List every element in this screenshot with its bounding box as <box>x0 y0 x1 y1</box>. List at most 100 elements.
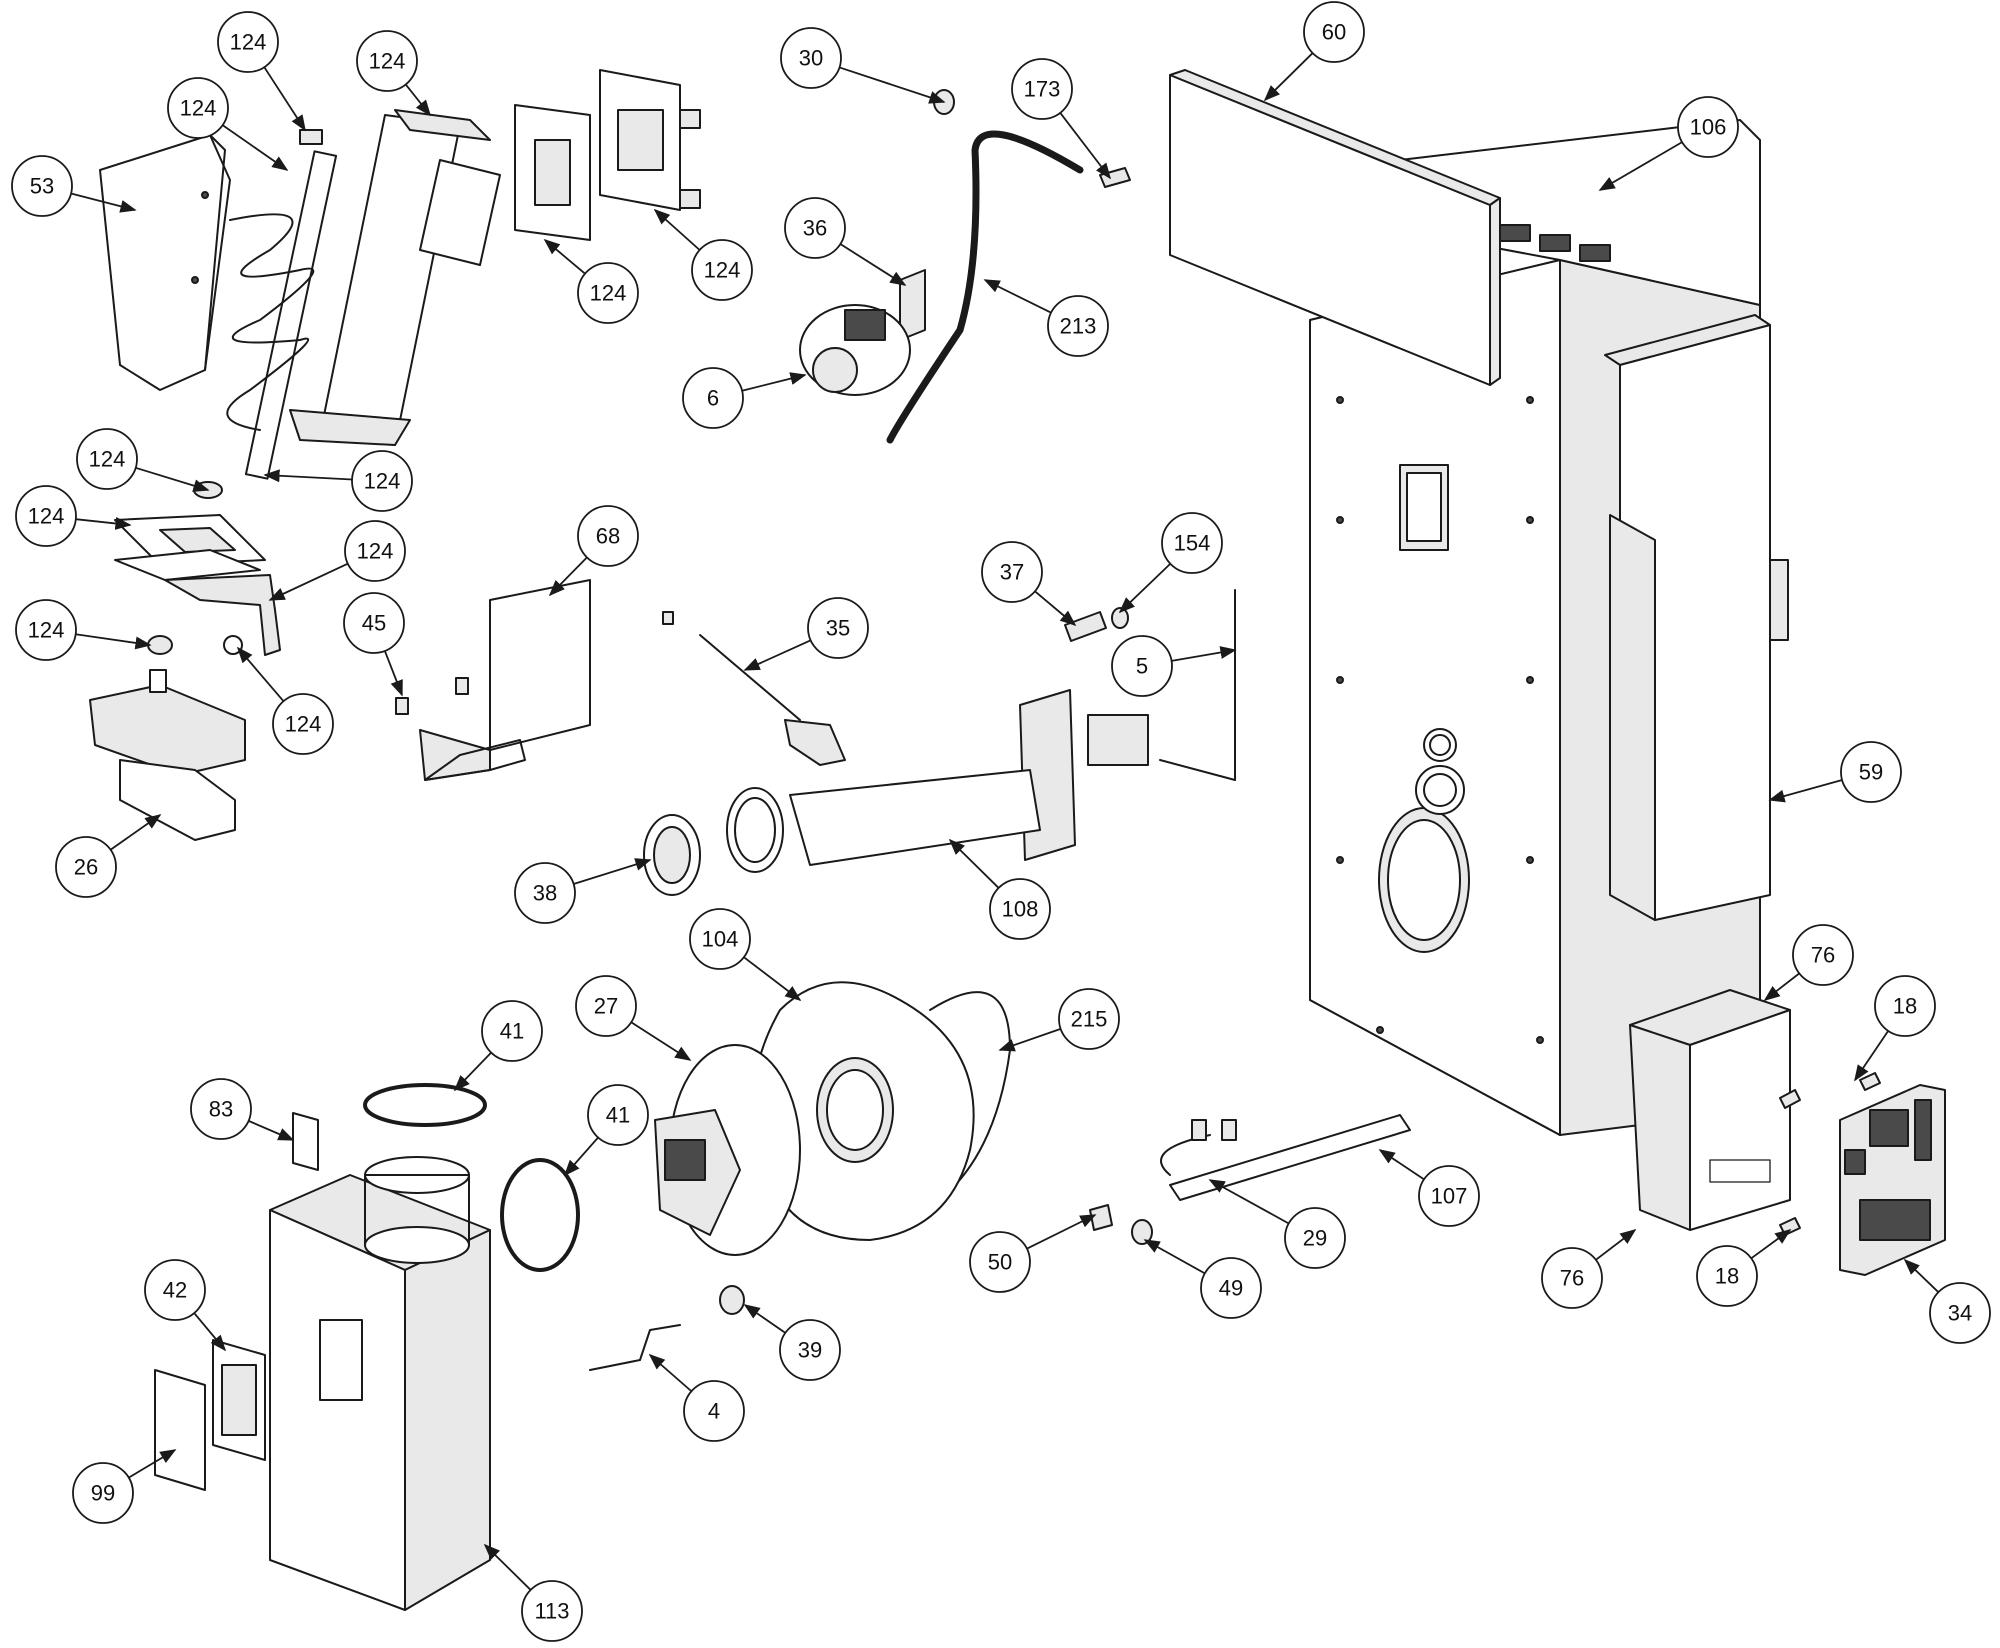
callout-124: 124 <box>15 485 77 547</box>
leader-line-45 <box>384 650 403 697</box>
fitting-part <box>1099 167 1131 188</box>
gear-motor-part <box>89 669 246 841</box>
leader-line-39 <box>743 1304 786 1334</box>
callout-124: 124 <box>76 428 138 490</box>
callout-124: 124 <box>356 30 418 92</box>
callout-circle <box>521 1580 583 1642</box>
leader-line-107 <box>1378 1149 1425 1181</box>
callout-circle <box>682 367 744 429</box>
auger-cover-part <box>99 134 231 391</box>
callout-107: 107 <box>1418 1165 1480 1227</box>
seal-ring-part <box>500 1158 580 1272</box>
callout-6: 6 <box>682 367 744 429</box>
leader-line-4 <box>648 1353 693 1392</box>
callout-circle <box>217 11 279 73</box>
side-panel-part <box>1604 314 1789 921</box>
callout-circle <box>587 1084 649 1146</box>
leader-line-29 <box>1208 1179 1290 1225</box>
leader-line-104 <box>743 956 802 1001</box>
callout-circle <box>1284 1207 1346 1269</box>
callout-circle <box>1792 924 1854 986</box>
callout-124: 124 <box>167 77 229 139</box>
callout-label: 50 <box>988 1250 1012 1275</box>
leader-line-124 <box>75 517 132 530</box>
leader-line-113 <box>483 1543 532 1591</box>
callout-label: 124 <box>357 539 394 564</box>
callout-59: 59 <box>1840 741 1902 803</box>
flange-plate-part <box>114 514 281 656</box>
leader-line-173 <box>1059 112 1111 180</box>
leader-line-154 <box>1118 563 1171 614</box>
callout-label: 215 <box>1071 1007 1108 1032</box>
inspection-gasket-part <box>212 1339 266 1461</box>
callout-60: 60 <box>1303 1 1365 63</box>
callout-circle <box>807 597 869 659</box>
callout-label: 27 <box>594 994 618 1019</box>
callout-label: 49 <box>1219 1276 1243 1301</box>
callout-215: 215 <box>1058 988 1120 1050</box>
callout-26: 26 <box>55 836 117 898</box>
callout-circle <box>1058 988 1120 1050</box>
burner-sleeve-part <box>643 814 701 896</box>
leader-line-215 <box>998 1028 1061 1052</box>
screw-part <box>395 677 469 715</box>
callout-circle <box>780 27 842 89</box>
callout-38: 38 <box>514 862 576 924</box>
top-panel-part <box>1169 69 1501 386</box>
callout-circle <box>514 862 576 924</box>
callout-label: 38 <box>533 881 557 906</box>
sight-glass-part <box>719 1285 745 1315</box>
gasket-part <box>514 104 591 241</box>
callout-label: 107 <box>1431 1184 1468 1209</box>
leader-line-124 <box>653 208 701 251</box>
flame-rod-part <box>589 1324 681 1371</box>
callout-124: 124 <box>217 11 279 73</box>
callout-label: 45 <box>362 611 386 636</box>
callout-circle <box>343 592 405 654</box>
callout-circle <box>779 1319 841 1381</box>
callout-label: 18 <box>1715 1264 1739 1289</box>
callout-circle <box>784 197 846 259</box>
callout-37: 37 <box>981 541 1043 603</box>
callout-label: 29 <box>1303 1226 1327 1251</box>
callout-106: 106 <box>1677 96 1739 158</box>
callout-label: 124 <box>704 258 741 283</box>
callout-label: 124 <box>369 49 406 74</box>
callout-49: 49 <box>1200 1257 1262 1319</box>
callout-circle <box>1011 58 1073 120</box>
callout-label: 35 <box>826 616 850 641</box>
callout-label: 124 <box>285 712 322 737</box>
leader-line-124 <box>222 124 289 171</box>
callout-68: 68 <box>577 505 639 567</box>
callout-label: 41 <box>500 1019 524 1044</box>
callout-circle <box>1696 1245 1758 1307</box>
callout-label: 124 <box>590 281 627 306</box>
callout-circle <box>577 262 639 324</box>
bolt-part <box>1064 611 1107 642</box>
callout-circle <box>1541 1247 1603 1309</box>
leader-lines <box>70 52 1940 1591</box>
callout-label: 59 <box>1859 760 1883 785</box>
leader-line-124 <box>135 466 210 492</box>
callout-label: 68 <box>596 524 620 549</box>
sensor-hose-part <box>886 130 1084 444</box>
callout-113: 113 <box>521 1580 583 1642</box>
leader-line-27 <box>630 1021 692 1061</box>
leader-line-18 <box>1750 1229 1792 1260</box>
callout-41: 41 <box>587 1084 649 1146</box>
callout-154: 154 <box>1161 512 1223 574</box>
callout-circle <box>481 1000 543 1062</box>
callout-label: 124 <box>89 447 126 472</box>
callout-label: 34 <box>1948 1301 1972 1326</box>
callout-circle <box>55 836 117 898</box>
leader-line-18 <box>1854 1030 1889 1082</box>
callout-76: 76 <box>1792 924 1854 986</box>
callout-4: 4 <box>683 1380 745 1442</box>
callout-173: 173 <box>1011 58 1073 120</box>
leader-line-83 <box>248 1120 295 1141</box>
callout-circle <box>969 1231 1031 1293</box>
leader-line-124 <box>75 633 152 650</box>
callout-76: 76 <box>1541 1247 1603 1309</box>
leader-line-124 <box>263 469 353 483</box>
